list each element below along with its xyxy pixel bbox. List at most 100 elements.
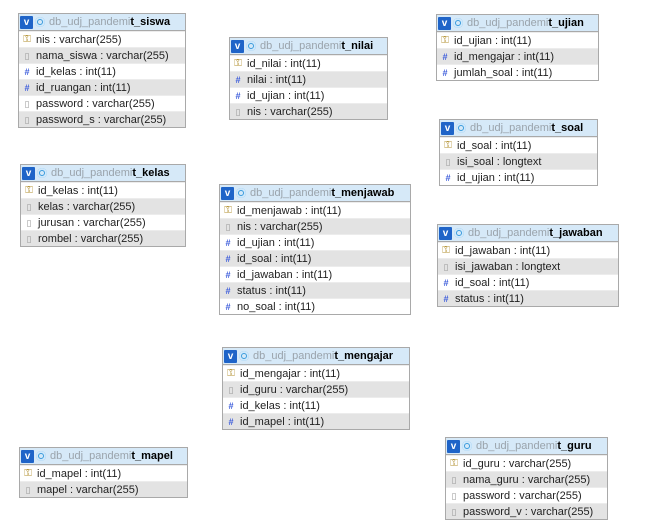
column-row[interactable]: ⚿id_nilai : int(11)	[230, 55, 387, 71]
column-row[interactable]: ▯password_v : varchar(255)	[446, 503, 607, 519]
table-options-icon[interactable]	[462, 441, 472, 451]
primary-key-icon: ⚿	[234, 57, 242, 69]
collapse-toggle-icon[interactable]: v	[221, 186, 234, 200]
column-row[interactable]: ⚿id_ujian : int(11)	[437, 32, 598, 48]
numeric-column-icon: #	[24, 82, 30, 93]
numeric-column-icon: #	[443, 277, 449, 288]
text-column-icon: ▯	[445, 156, 451, 167]
column-row[interactable]: # id_ruangan : int(11)	[19, 79, 185, 95]
column-row[interactable]: ▯nama_siswa : varchar(255)	[19, 47, 185, 63]
column-row[interactable]: #jumlah_soal : int(11)	[437, 64, 598, 80]
column-row[interactable]: ▯password : varchar(255)	[446, 487, 607, 503]
column-row[interactable]: #id_ujian : int(11)	[440, 169, 597, 185]
table-options-icon[interactable]	[246, 41, 256, 51]
database-name: db_udj_pandemi	[51, 167, 133, 179]
numeric-column-icon: #	[225, 285, 231, 296]
column-label: id_mapel : int(11)	[240, 415, 325, 428]
column-row[interactable]: ⚿id_jawaban : int(11)	[438, 242, 618, 258]
column-row[interactable]: ▯rombel : varchar(255)	[21, 230, 185, 246]
column-row[interactable]: ⚿id_guru : varchar(255)	[446, 455, 607, 471]
collapse-toggle-icon[interactable]: v	[224, 349, 237, 363]
table-options-icon[interactable]	[36, 451, 46, 461]
column-label: nis : varchar(255)	[247, 105, 333, 118]
column-row[interactable]: #id_kelas : int(11)	[19, 63, 185, 79]
column-row[interactable]: # status : int(11)	[220, 282, 410, 298]
column-row[interactable]: #no_soal : int(11)	[220, 298, 410, 314]
column-label: id_kelas : int(11)	[38, 184, 118, 197]
column-row[interactable]: #status : int(11)	[438, 290, 618, 306]
collapse-toggle-icon[interactable]: v	[447, 439, 460, 453]
table-options-icon[interactable]	[239, 351, 249, 361]
numeric-column-icon: #	[445, 172, 451, 183]
table-options-icon[interactable]	[453, 18, 463, 28]
column-row[interactable]: #id_jawaban : int(11)	[220, 266, 410, 282]
column-row[interactable]: ▯mapel : varchar(255)	[20, 481, 187, 497]
column-row[interactable]: #id_ujian : int(11)	[220, 234, 410, 250]
collapse-toggle-icon[interactable]: v	[20, 15, 33, 29]
column-row[interactable]: ▯isi_jawaban : longtext	[438, 258, 618, 274]
column-row[interactable]: ▯nis : varchar(255)	[230, 103, 387, 119]
column-row[interactable]: #id_soal : int(11)	[220, 250, 410, 266]
table-options-icon[interactable]	[456, 123, 466, 133]
table-name: t_siswa	[130, 16, 171, 28]
collapse-toggle-icon[interactable]: v	[441, 121, 454, 135]
column-row[interactable]: ⚿nis : varchar(255)	[19, 31, 185, 47]
column-row[interactable]: ▯password_s : varchar(255)	[19, 111, 185, 127]
table-options-icon[interactable]	[35, 17, 45, 27]
column-row[interactable]: #id_kelas : int(11)	[223, 397, 409, 413]
collapse-toggle-icon[interactable]: v	[438, 16, 451, 30]
column-label: isi_jawaban : longtext	[455, 260, 561, 273]
numeric-column-icon: #	[228, 400, 234, 411]
collapse-toggle-icon[interactable]: v	[231, 39, 244, 53]
column-label: id_ruangan : int(11)	[36, 81, 131, 94]
column-row[interactable]: ▯jurusan : varchar(255)	[21, 214, 185, 230]
table-options-icon[interactable]	[37, 168, 47, 178]
column-row[interactable]: #id_mapel : int(11)	[223, 413, 409, 429]
table-options-icon[interactable]	[236, 188, 246, 198]
column-row[interactable]: ⚿id_soal : int(11)	[440, 137, 597, 153]
column-row[interactable]: ▯kelas : varchar(255)	[21, 198, 185, 214]
collapse-toggle-icon[interactable]: v	[21, 449, 34, 463]
text-column-icon: ▯	[26, 217, 32, 228]
table-options-icon[interactable]	[454, 228, 464, 238]
column-row[interactable]: #id_mengajar : int(11)	[437, 48, 598, 64]
column-row[interactable]: #nilai : int(11)	[230, 71, 387, 87]
column-row[interactable]: ⚿id_mengajar : int(11)	[223, 365, 409, 381]
numeric-column-icon: #	[442, 51, 448, 62]
column-label: password : varchar(255)	[463, 489, 582, 502]
column-row[interactable]: #id_ujian : int(11)	[230, 87, 387, 103]
column-row[interactable]: ▯nis : varchar(255)	[220, 218, 410, 234]
column-row[interactable]: ▯isi_soal : longtext	[440, 153, 597, 169]
collapse-toggle-icon[interactable]: v	[439, 226, 452, 240]
column-row[interactable]: #id_soal : int(11)	[438, 274, 618, 290]
column-row[interactable]: ▯id_guru : varchar(255)	[223, 381, 409, 397]
numeric-column-icon: #	[225, 237, 231, 248]
collapse-toggle-icon[interactable]: v	[22, 166, 35, 180]
column-row[interactable]: ⚿id_mapel : int(11)	[20, 465, 187, 481]
column-row[interactable]: ⚿id_kelas : int(11)	[21, 182, 185, 198]
column-row[interactable]: ⚿id_menjawab : int(11)	[220, 202, 410, 218]
column-row[interactable]: ▯nama_guru : varchar(255)	[446, 471, 607, 487]
column-label: status : int(11)	[237, 284, 306, 297]
column-row[interactable]: ▯password : varchar(255)	[19, 95, 185, 111]
